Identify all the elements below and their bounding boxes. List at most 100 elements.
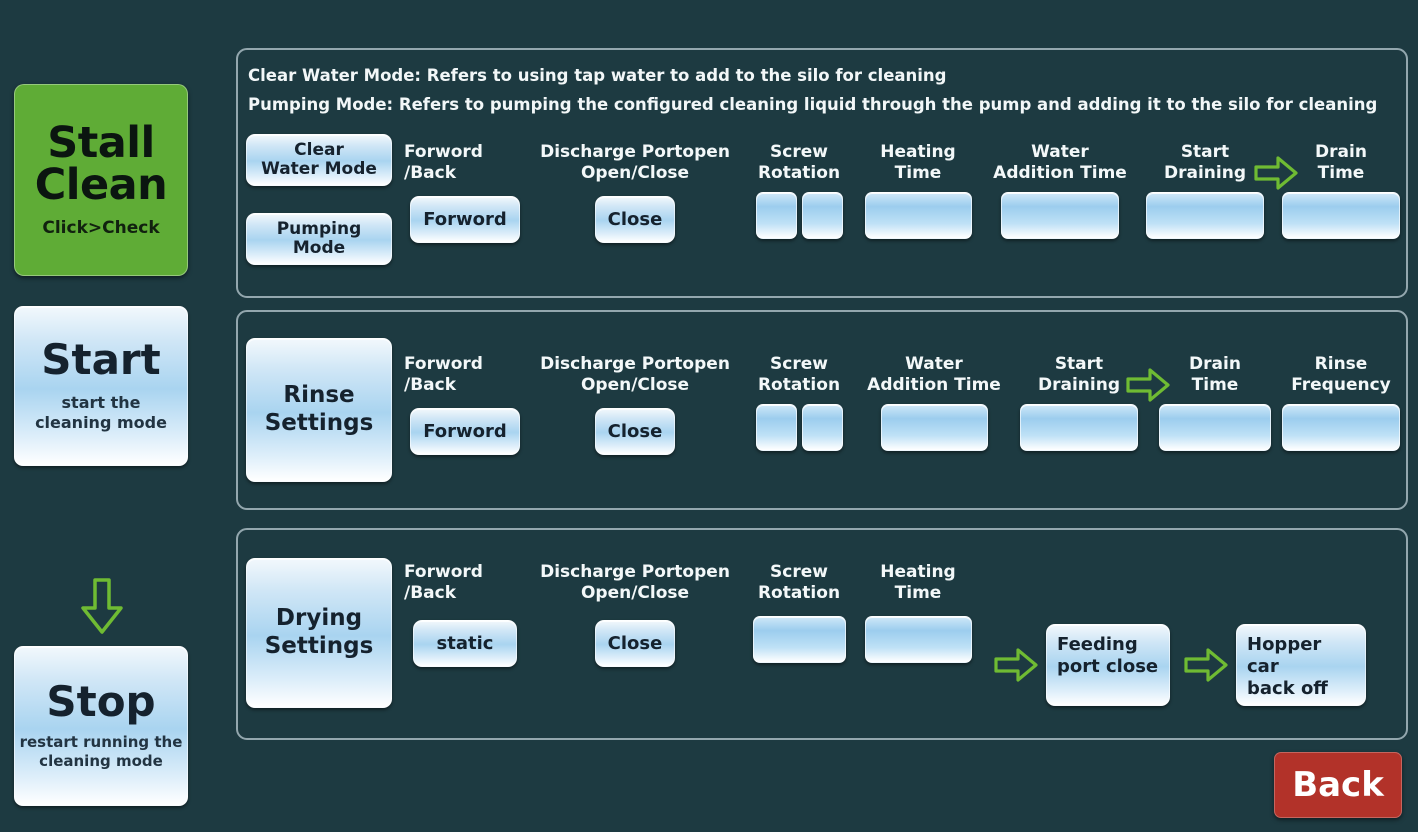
p2-screw-rotation-input-b[interactable] — [801, 404, 843, 452]
p2-start-draining-field: Start Draining — [1014, 354, 1144, 452]
p1-heating-time-input[interactable] — [864, 192, 972, 240]
start-button[interactable]: Start start the cleaning mode — [14, 306, 188, 466]
p1-screw-rotation-label-line1: Screw — [770, 142, 828, 162]
p1-water-addition-time-label-line1: Water — [1031, 142, 1089, 162]
arrow-right-icon — [994, 648, 1038, 682]
p2-screw-rotation-field: Screw Rotation — [744, 354, 854, 452]
p2-start-draining-input[interactable] — [1020, 404, 1138, 452]
arrow-right-icon — [1254, 156, 1298, 190]
p1-forward-back-field: Forword /Back Forword — [404, 142, 526, 244]
p3-discharge-port-label-line2: Open/Close — [580, 583, 690, 604]
p1-water-addition-time-field: Water Addition Time — [980, 142, 1140, 240]
p3-heating-time-field: Heating Time — [862, 562, 974, 664]
p1-start-draining-label-line2: Draining — [1164, 163, 1246, 184]
feeding-port-close-button[interactable]: Feeding port close — [1046, 624, 1170, 706]
p3-discharge-port-label-line1: Discharge Portopen — [540, 562, 730, 582]
p1-start-draining-input[interactable] — [1146, 192, 1264, 240]
p2-rinse-frequency-input[interactable] — [1282, 404, 1400, 452]
mode-selector-group: Clear Water Mode Pumping Mode — [246, 134, 392, 265]
clear-water-mode-note: Clear Water Mode: Refers to using tap wa… — [248, 66, 947, 85]
p1-start-draining-field: Start Draining — [1140, 142, 1270, 240]
p2-water-addition-time-input[interactable] — [880, 404, 988, 452]
drying-settings-label-line1: Drying — [275, 605, 363, 632]
p3-heating-time-input[interactable] — [864, 616, 972, 664]
rinse-settings-button[interactable]: Rinse Settings — [246, 338, 392, 482]
p2-drain-time-field: Drain Time — [1156, 354, 1274, 452]
p2-drain-time-label-line1: Drain — [1189, 354, 1241, 374]
p2-water-addition-time-label-line2: Addition Time — [867, 375, 1001, 396]
p1-discharge-port-field: Discharge Portopen Open/Close Close — [526, 142, 744, 244]
clear-water-mode-button[interactable]: Clear Water Mode — [246, 134, 392, 186]
p2-screw-rotation-label-line2: Rotation — [757, 375, 841, 396]
p1-forward-back-value-button[interactable]: Forword — [410, 196, 520, 244]
stop-button-hint-line1: restart running the — [19, 733, 183, 752]
rinse-settings-panel: Rinse Settings Forword /Back Forword Dis… — [236, 310, 1408, 510]
p3-discharge-port-field: Discharge Portopen Open/Close Close — [526, 562, 744, 668]
p1-screw-rotation-input-b[interactable] — [801, 192, 843, 240]
clear-water-pumping-mode-panel: Clear Water Mode: Refers to using tap wa… — [236, 48, 1408, 298]
hopper-car-back-off-label-line1: Hopper car — [1247, 634, 1322, 677]
pumping-mode-note: Pumping Mode: Refers to pumping the conf… — [248, 95, 1378, 114]
start-button-hint-line2: cleaning mode — [35, 413, 167, 432]
p2-screw-rotation-label-line1: Screw — [770, 354, 828, 374]
p2-rinse-frequency-label-line2: Frequency — [1291, 375, 1391, 396]
p2-screw-rotation-input-a[interactable] — [755, 404, 797, 452]
p3-discharge-port-value-button[interactable]: Close — [594, 620, 676, 668]
hopper-car-back-off-label-line2: back off — [1247, 677, 1328, 699]
p3-forward-back-label-line1: Forword — [404, 562, 483, 582]
p2-discharge-port-label-line2: Open/Close — [580, 375, 690, 396]
pumping-mode-button[interactable]: Pumping Mode — [246, 213, 392, 265]
p2-discharge-port-label-line1: Discharge Portopen — [540, 354, 730, 374]
rinse-settings-label-line2: Settings — [264, 410, 374, 436]
p1-screw-rotation-input-a[interactable] — [755, 192, 797, 240]
p1-forward-back-label-line2: /Back — [404, 163, 457, 184]
back-button[interactable]: Back — [1274, 752, 1402, 818]
feeding-port-close-label-line1: Feeding — [1057, 634, 1138, 655]
p3-screw-rotation-input[interactable] — [752, 616, 846, 664]
p2-rinse-frequency-field: Rinse Frequency — [1276, 354, 1406, 452]
p3-forward-back-value-button[interactable]: static — [413, 620, 517, 668]
p1-water-addition-time-input[interactable] — [1001, 192, 1119, 240]
p3-screw-rotation-label-line1: Screw — [770, 562, 828, 582]
p2-water-addition-time-label-line1: Water — [905, 354, 963, 374]
p2-discharge-port-value-button[interactable]: Close — [594, 408, 676, 456]
arrow-right-icon — [1184, 648, 1228, 682]
p3-forward-back-label-line2: /Back — [404, 583, 457, 604]
stall-clean-button[interactable]: Stall Clean Click>Check — [14, 84, 188, 276]
p1-heating-time-field: Heating Time — [862, 142, 974, 240]
p1-screw-rotation-label-line2: Rotation — [757, 163, 841, 184]
p2-forward-back-field: Forword /Back Forword — [404, 354, 526, 456]
pumping-mode-label-line1: Pumping — [276, 218, 362, 239]
p1-screw-rotation-field: Screw Rotation — [744, 142, 854, 240]
p2-forward-back-label-line2: /Back — [404, 375, 457, 396]
clear-water-mode-label-line2: Water Mode — [261, 159, 377, 179]
drying-settings-button[interactable]: Drying Settings — [246, 558, 392, 708]
p2-forward-back-value-button[interactable]: Forword — [410, 408, 520, 456]
p2-rinse-frequency-label-line1: Rinse — [1314, 354, 1368, 374]
p2-drain-time-label-line2: Time — [1191, 375, 1239, 396]
p2-drain-time-input[interactable] — [1159, 404, 1271, 452]
clear-water-mode-label-line1: Clear — [294, 139, 344, 160]
p3-forward-back-field: Forword /Back static — [404, 562, 526, 668]
p3-heating-time-label-line1: Heating — [880, 562, 956, 582]
p2-start-draining-label-line2: Draining — [1038, 375, 1120, 396]
p1-drain-time-input[interactable] — [1282, 192, 1400, 240]
stall-clean-hint: Click>Check — [42, 218, 160, 239]
p1-start-draining-label-line1: Start — [1180, 142, 1230, 162]
pumping-mode-label-line2: Mode — [292, 238, 346, 258]
arrow-right-icon — [1126, 368, 1170, 402]
p3-heating-time-label-line2: Time — [894, 583, 942, 604]
p1-discharge-port-value-button[interactable]: Close — [594, 196, 676, 244]
arrow-down-icon — [80, 578, 124, 634]
hopper-car-back-off-button[interactable]: Hopper car back off — [1236, 624, 1366, 706]
drying-settings-panel: Drying Settings Forword /Back static Dis… — [236, 528, 1408, 740]
p1-discharge-port-label-line1: Discharge Portopen — [540, 142, 730, 162]
stop-button[interactable]: Stop restart running the cleaning mode — [14, 646, 188, 806]
p1-discharge-port-label-line2: Open/Close — [580, 163, 690, 184]
stop-button-title: Stop — [46, 677, 156, 727]
start-button-title: Start — [41, 335, 161, 384]
p2-water-addition-time-field: Water Addition Time — [854, 354, 1014, 452]
p1-heating-time-label-line2: Time — [894, 163, 942, 184]
p3-screw-rotation-label-line2: Rotation — [757, 583, 841, 604]
p1-drain-time-label-line1: Drain — [1315, 142, 1367, 162]
